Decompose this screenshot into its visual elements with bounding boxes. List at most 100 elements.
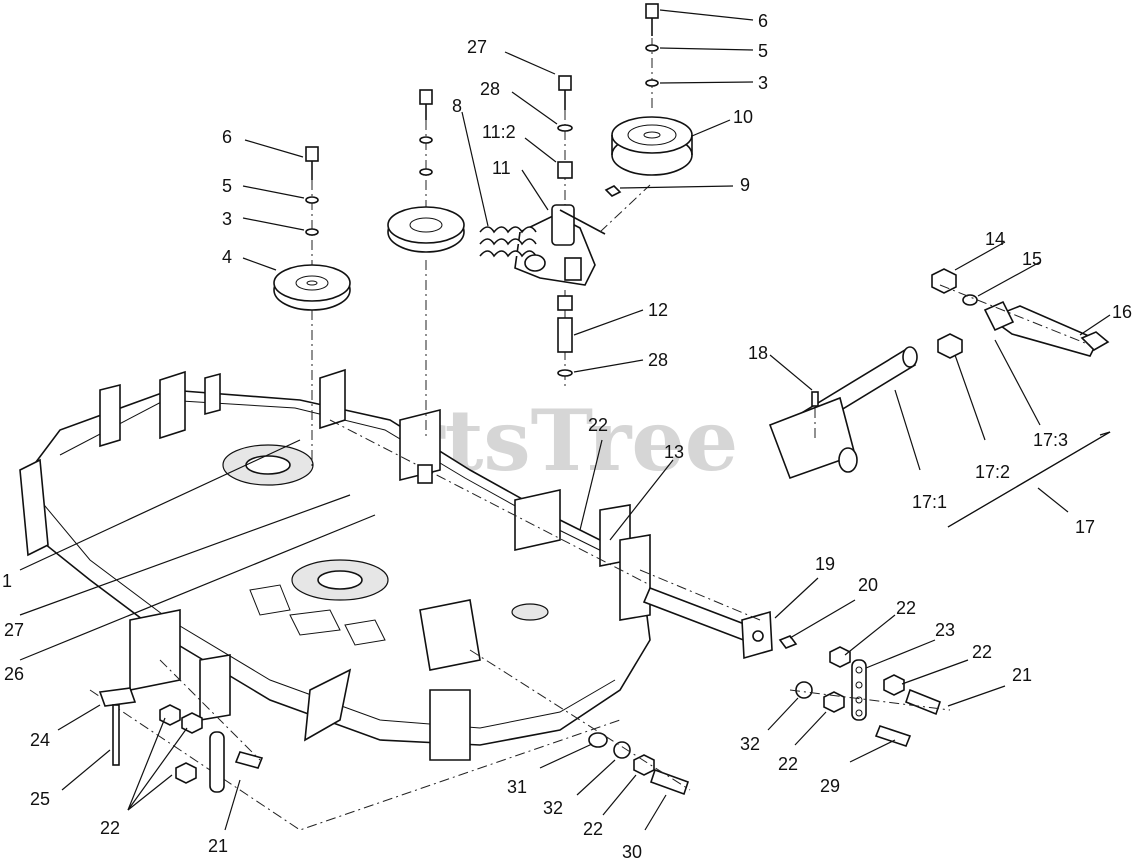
callout-17-1: 17:1 xyxy=(912,492,947,512)
callout-23: 23 xyxy=(935,620,955,640)
callout-3-right: 3 xyxy=(758,73,768,93)
callout-19: 19 xyxy=(815,554,835,574)
mower-deck xyxy=(19,368,651,761)
deck-rail-line xyxy=(329,419,651,586)
washer-5-left xyxy=(305,196,319,204)
middle-pulley-stack xyxy=(387,89,465,484)
bolt-20 xyxy=(778,635,798,649)
washer-31 xyxy=(588,732,608,748)
callout-29: 29 xyxy=(820,776,840,796)
spacer-12 xyxy=(557,317,573,353)
nut-22-a xyxy=(829,646,851,668)
callout-10: 10 xyxy=(733,107,753,127)
washer-3-right xyxy=(645,79,659,87)
callout-22-mid: 22 xyxy=(588,415,608,435)
callout-22-left: 22 xyxy=(100,818,120,838)
callout-5-left: 5 xyxy=(222,176,232,196)
callout-15: 15 xyxy=(1022,249,1042,269)
bolt-30 xyxy=(649,768,690,796)
rear-shaft-assembly xyxy=(639,569,798,660)
callout-32-bottom: 32 xyxy=(543,798,563,818)
callout-4: 4 xyxy=(222,247,232,267)
callout-28-top: 28 xyxy=(480,79,500,99)
nut-22-c xyxy=(823,691,845,713)
washer-5-right xyxy=(645,44,659,52)
callout-31: 31 xyxy=(507,777,527,797)
left-pulley-stack xyxy=(273,146,351,470)
washer-15 xyxy=(962,294,978,306)
callout-21-left: 21 xyxy=(208,836,228,856)
callout-3-left: 3 xyxy=(222,209,232,229)
cap-screw-6-left xyxy=(305,146,319,162)
callout-24: 24 xyxy=(30,730,50,750)
bushing-17-3 xyxy=(983,300,1015,332)
washer-3-left xyxy=(305,228,319,236)
callout-18: 18 xyxy=(748,343,768,363)
callout-28-bottom: 28 xyxy=(648,350,668,370)
pin-25 xyxy=(112,704,120,766)
callout-12: 12 xyxy=(648,300,668,320)
cap-screw-6-right xyxy=(645,3,659,19)
callout-17-3: 17:3 xyxy=(1033,430,1068,450)
cap-screw-27-top xyxy=(558,75,572,91)
callout-22-right-a: 22 xyxy=(896,598,916,618)
callout-13: 13 xyxy=(664,442,684,462)
callout-20: 20 xyxy=(858,575,878,595)
idler-pivot-pin xyxy=(559,209,606,235)
callout-1: 1 xyxy=(2,571,12,591)
front-deck-outline xyxy=(89,689,621,831)
spacer-32-right xyxy=(795,681,813,699)
callout-labels: 1 27 26 24 25 22 21 6 5 3 4 27 28 11:2 1… xyxy=(2,11,1132,862)
spacer-11-2 xyxy=(557,161,573,179)
callout-9: 9 xyxy=(740,175,750,195)
callout-17-2: 17:2 xyxy=(975,462,1010,482)
spring-8 xyxy=(479,226,537,234)
callout-16: 16 xyxy=(1112,302,1132,322)
washer-28-bottom xyxy=(557,369,573,377)
rear-roller-assembly xyxy=(768,346,918,480)
callout-30: 30 xyxy=(622,842,642,862)
callout-11-2: 11:2 xyxy=(482,122,516,142)
callout-8: 8 xyxy=(452,96,462,116)
bolt-29 xyxy=(874,725,912,747)
nut-17-2 xyxy=(937,333,963,359)
callout-6-left: 6 xyxy=(222,127,232,147)
nut-22-e xyxy=(159,704,181,726)
bottom-center-hardware xyxy=(469,649,691,796)
idler-pulley-stack xyxy=(611,3,693,176)
right-chain-hardware xyxy=(789,646,951,747)
group-17-bracket xyxy=(947,431,1111,528)
callout-26: 26 xyxy=(4,664,24,684)
nut-22-g xyxy=(175,762,197,784)
callout-11: 11 xyxy=(492,158,511,178)
callout-21-right: 21 xyxy=(1012,665,1032,685)
plate-24 xyxy=(98,687,137,707)
callout-32-right: 32 xyxy=(740,734,760,754)
grease-fitting-9 xyxy=(604,185,622,197)
washer-28-top xyxy=(557,124,573,132)
callout-17: 17 xyxy=(1075,517,1095,537)
roller-hardware xyxy=(931,268,1110,359)
nut-22-d xyxy=(633,754,655,776)
callout-22-bottom: 22 xyxy=(583,819,603,839)
chain-left xyxy=(209,731,225,793)
bolt-21-right xyxy=(905,688,941,716)
callout-6-right: 6 xyxy=(758,11,768,31)
chain-23 xyxy=(851,659,867,721)
callout-14: 14 xyxy=(985,229,1005,249)
leader-lines xyxy=(19,9,1111,831)
callout-27-left: 27 xyxy=(4,620,24,640)
cap-screw-middle xyxy=(419,89,433,105)
callout-25: 25 xyxy=(30,789,50,809)
callout-22-right-b: 22 xyxy=(972,642,992,662)
idler-arm-assembly xyxy=(479,75,651,390)
grease-fitting-18 xyxy=(811,391,819,407)
callout-22-right-c: 22 xyxy=(778,754,798,774)
bolt-21-left xyxy=(234,751,264,769)
nut-14 xyxy=(931,268,957,294)
nut-22-b xyxy=(883,674,905,696)
callout-27-top: 27 xyxy=(467,37,487,57)
callout-5-right: 5 xyxy=(758,41,768,61)
left-front-hardware xyxy=(98,659,264,793)
